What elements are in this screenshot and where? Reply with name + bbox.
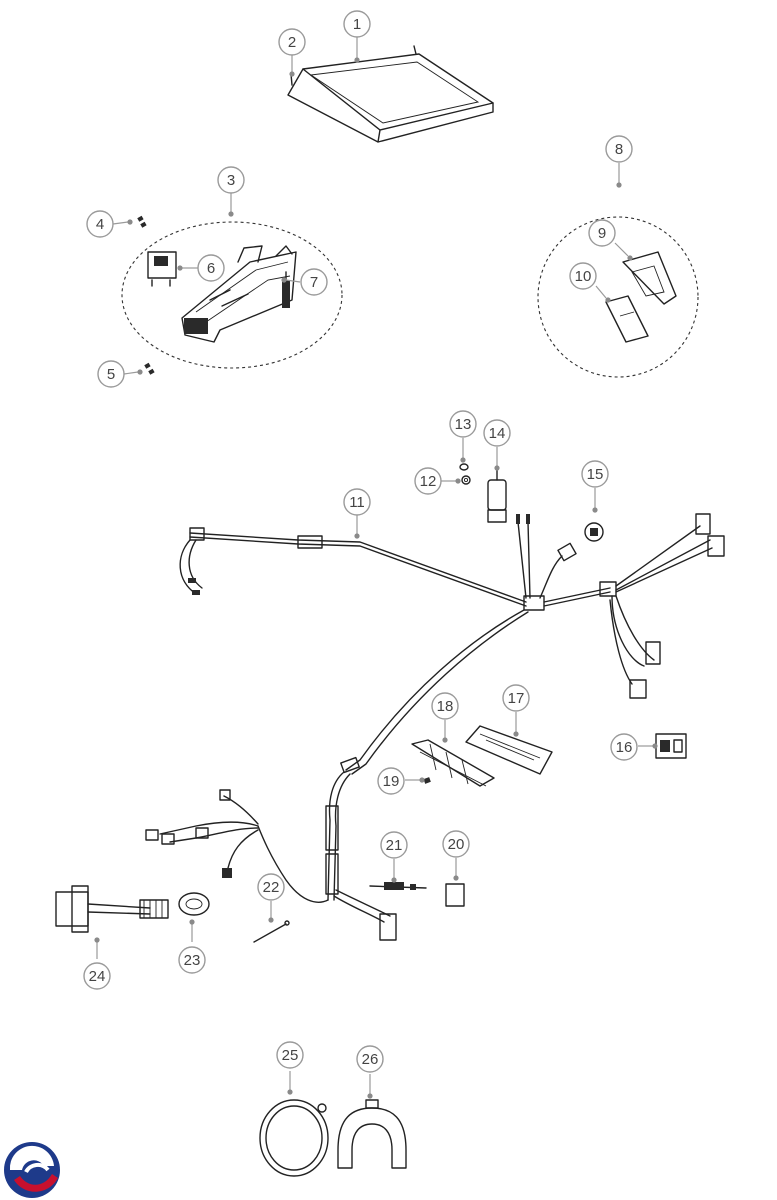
part-16-switch <box>655 733 687 759</box>
part-25-drain-hose <box>259 1099 329 1177</box>
callout-9: 9 <box>588 219 616 247</box>
callout-7: 7 <box>300 268 328 296</box>
part-23-grommet <box>178 892 210 916</box>
part-4-screws <box>137 215 147 228</box>
callout-15: 15 <box>581 460 609 488</box>
callout-label: 25 <box>282 1047 299 1064</box>
part-1-frame-gasket <box>287 45 494 143</box>
callout-22: 22 <box>257 873 285 901</box>
leader-lines <box>96 37 654 1094</box>
callout-label: 8 <box>615 141 623 158</box>
callout-label: 4 <box>96 216 104 233</box>
callout-4: 4 <box>86 210 114 238</box>
part-24-connector-cable <box>55 885 169 933</box>
part-17-cover <box>465 725 553 775</box>
callout-6: 6 <box>197 254 225 282</box>
callout-label: 14 <box>489 425 506 442</box>
callout-label: 7 <box>310 274 318 291</box>
callout-label: 21 <box>386 837 403 854</box>
part-18-terminal-block <box>411 739 495 787</box>
callout-label: 20 <box>448 836 465 853</box>
part-10-label <box>605 295 649 343</box>
callout-label: 19 <box>383 773 400 790</box>
callout-label: 13 <box>455 416 472 433</box>
callout-2: 2 <box>278 28 306 56</box>
callout-14: 14 <box>483 419 511 447</box>
part-21-fuse <box>369 882 427 890</box>
callout-26: 26 <box>356 1045 384 1073</box>
group-8-outline <box>537 216 699 378</box>
callout-19: 19 <box>377 767 405 795</box>
callout-label: 1 <box>353 16 361 33</box>
callout-label: 26 <box>362 1051 379 1068</box>
callout-25: 25 <box>276 1041 304 1069</box>
callout-label: 15 <box>587 466 604 483</box>
callout-21: 21 <box>380 831 408 859</box>
callout-label: 3 <box>227 172 235 189</box>
part-3-control-board-assembly <box>181 245 297 343</box>
part-6-relay <box>147 251 177 287</box>
part-15-thermostat <box>584 522 604 542</box>
callout-5: 5 <box>97 360 125 388</box>
callout-24: 24 <box>83 962 111 990</box>
part-11-wiring-harness <box>145 513 725 941</box>
callout-17: 17 <box>502 684 530 712</box>
part-20-label-card <box>445 883 465 907</box>
callout-label: 9 <box>598 225 606 242</box>
part-5-screws <box>144 362 155 375</box>
brand-logo-icon <box>4 1142 60 1198</box>
callout-label: 17 <box>508 690 525 707</box>
callout-label: 12 <box>420 473 437 490</box>
part-22-cable-tie <box>253 920 290 943</box>
callout-12: 12 <box>414 467 442 495</box>
callout-label: 24 <box>89 968 106 985</box>
part-9-cover <box>622 251 677 305</box>
group-3-outline <box>121 221 343 369</box>
callout-10: 10 <box>569 262 597 290</box>
part-19-screw <box>423 777 431 784</box>
callout-label: 10 <box>575 268 592 285</box>
part-12-washer <box>461 475 471 485</box>
leader-dots <box>94 57 658 1099</box>
callout-label: 5 <box>107 366 115 383</box>
callout-20: 20 <box>442 830 470 858</box>
callout-11: 11 <box>343 488 371 516</box>
callout-8: 8 <box>605 135 633 163</box>
callout-label: 18 <box>437 698 454 715</box>
callout-13: 13 <box>449 410 477 438</box>
callout-1: 1 <box>343 10 371 38</box>
callout-label: 16 <box>616 739 633 756</box>
callout-label: 11 <box>349 494 365 511</box>
callout-label: 23 <box>184 952 201 969</box>
callout-3: 3 <box>217 166 245 194</box>
callout-label: 22 <box>263 879 280 896</box>
callout-label: 2 <box>288 34 296 51</box>
callout-23: 23 <box>178 946 206 974</box>
part-26-hose-bracket <box>337 1099 407 1169</box>
callout-label: 6 <box>207 260 215 277</box>
callout-18: 18 <box>431 692 459 720</box>
part-14-pressure-sensor <box>487 465 507 523</box>
part-13-nut <box>459 463 469 471</box>
callout-16: 16 <box>610 733 638 761</box>
